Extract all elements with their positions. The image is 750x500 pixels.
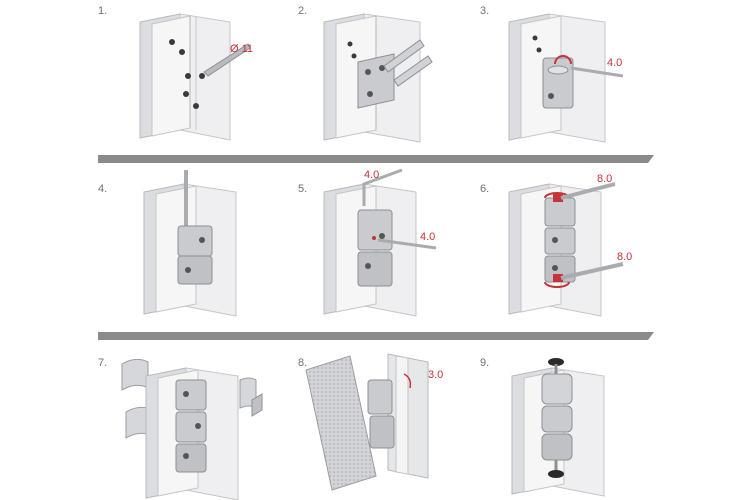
step-8-dimension-label: 3.0 xyxy=(428,369,443,381)
step-5-number: 5. xyxy=(298,183,307,195)
step-6-number: 6. xyxy=(480,183,489,195)
step-3-dimension-label: 4.0 xyxy=(607,57,622,69)
step-5-illustration: 4.0 4.0 xyxy=(320,166,460,321)
step-1-illustration: Ø 11 xyxy=(130,10,260,150)
step-6-dimension-label-top: 8.0 xyxy=(597,173,612,185)
step-6-dimension-label-bottom: 8.0 xyxy=(617,251,632,263)
pvc-profile xyxy=(388,354,428,478)
hinge-assembly xyxy=(178,226,212,284)
step-4-number: 4. xyxy=(98,183,107,195)
step-2-illustration xyxy=(320,10,450,150)
row-divider-1 xyxy=(98,155,654,163)
mesh-sash-panel xyxy=(306,356,376,490)
hinge-assembly xyxy=(358,210,392,286)
step-7-illustration xyxy=(112,350,272,500)
hinge-assembly xyxy=(176,380,206,472)
cover-cap-left-top xyxy=(122,359,148,390)
row-divider-2 xyxy=(98,332,654,340)
step-8-illustration: 3.0 xyxy=(300,350,460,500)
step-7-number: 7. xyxy=(98,357,107,369)
step-3-illustration: 4.0 xyxy=(505,10,635,150)
step-6-illustration: 8.0 8.0 xyxy=(505,170,645,320)
step-4-illustration xyxy=(140,170,260,320)
step-3-number: 3. xyxy=(480,5,489,17)
cover-cap-right xyxy=(240,378,262,416)
step-2-number: 2. xyxy=(298,5,307,17)
step-9-number: 9. xyxy=(480,357,489,369)
bottom-cap xyxy=(548,470,564,478)
step-1-number: 1. xyxy=(98,5,107,17)
hinge-assembly xyxy=(545,198,575,282)
hinge-body xyxy=(543,58,573,108)
step-1-dimension-label: Ø 11 xyxy=(230,43,253,55)
pvc-profile xyxy=(140,14,230,140)
hinge-assembly xyxy=(368,380,394,448)
step-5-dimension-label-side: 4.0 xyxy=(420,231,435,243)
finished-hinge xyxy=(542,374,572,460)
step-9-illustration xyxy=(508,352,628,500)
step-5-dimension-label-top: 4.0 xyxy=(364,169,379,181)
